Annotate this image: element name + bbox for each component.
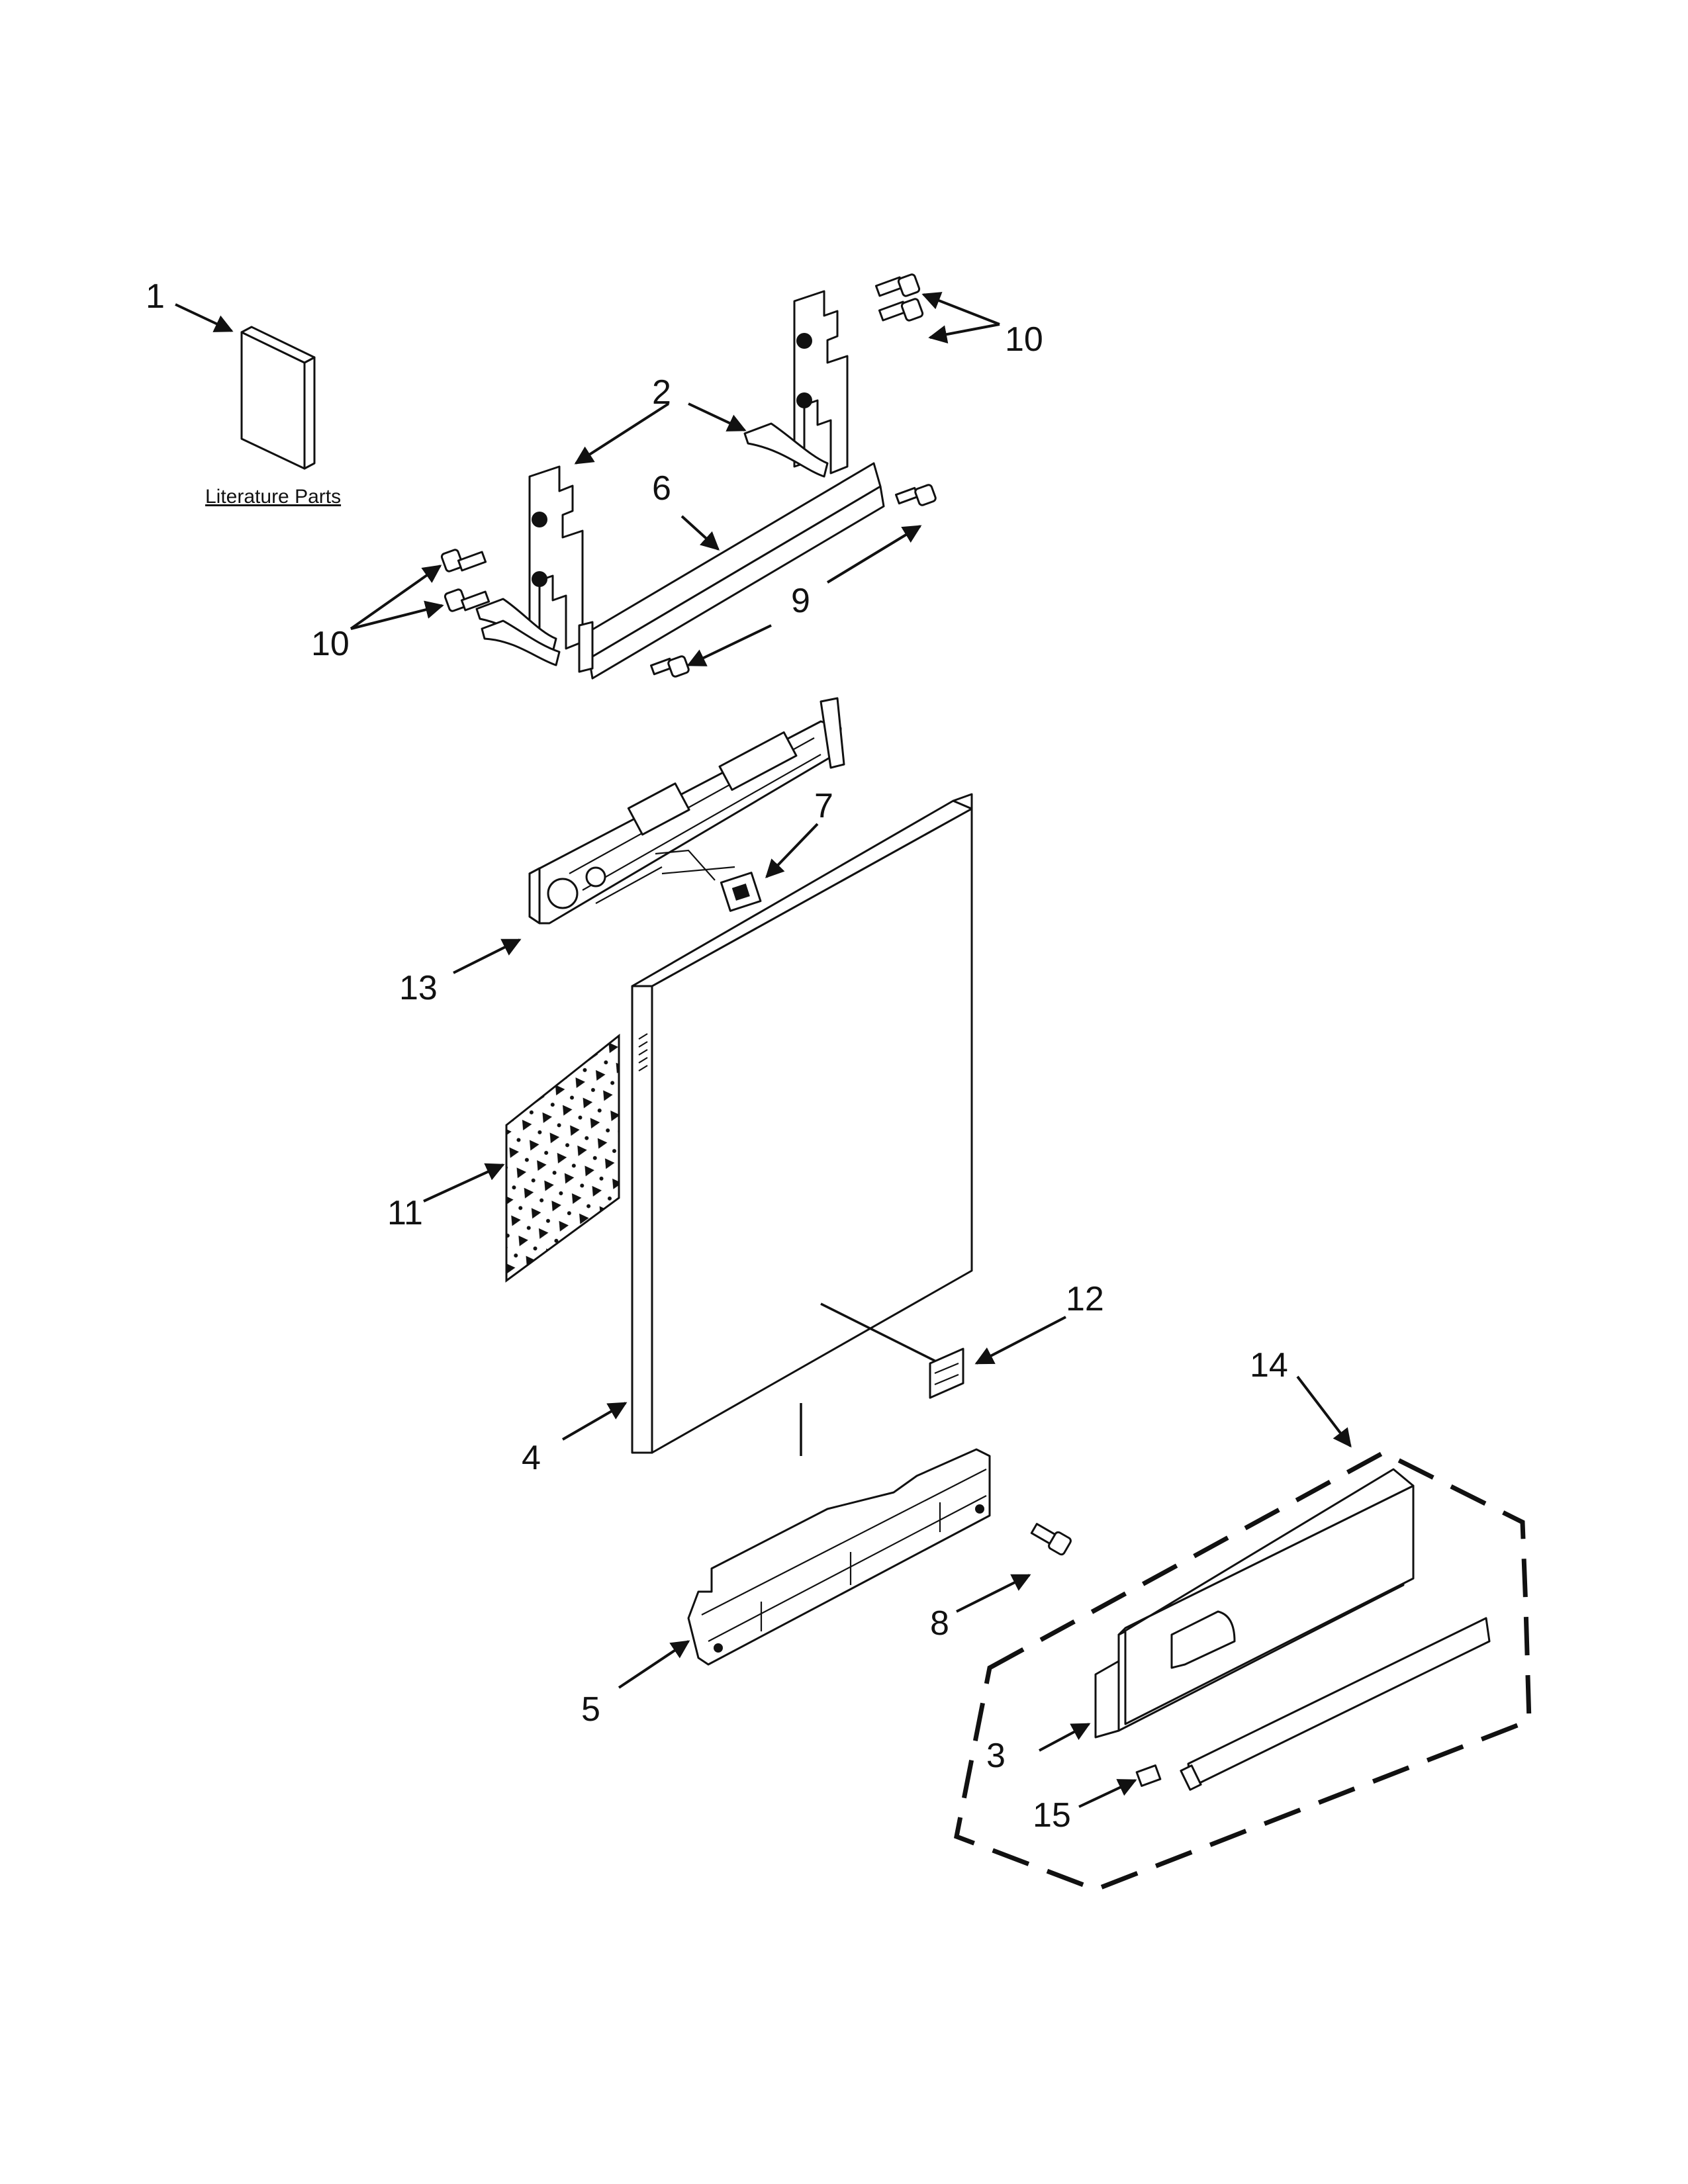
part-14-group-outline [953, 1450, 1532, 1892]
door-insulation [505, 1033, 620, 1283]
retainer-strip [1180, 1617, 1491, 1791]
outer-door-panel [631, 793, 973, 1456]
screw-9-left [650, 655, 690, 678]
mounting-rail [578, 462, 885, 680]
latch-clip [720, 872, 762, 912]
callout-14: 14 [1250, 1346, 1288, 1385]
callout-15: 15 [1033, 1796, 1071, 1835]
right-mounting-bracket [743, 290, 849, 478]
screw-8 [1030, 1523, 1072, 1556]
screw-10-left-1 [440, 549, 487, 572]
clip-15 [1135, 1764, 1162, 1787]
toe-kick-bracket [687, 1448, 991, 1666]
callout-9: 9 [791, 582, 810, 620]
left-mounting-bracket [475, 465, 584, 666]
callout-11: 11 [387, 1194, 423, 1232]
toe-kick-panel [1094, 1468, 1415, 1739]
callout-7: 7 [814, 787, 833, 825]
callout-4: 4 [522, 1439, 541, 1477]
callout-3: 3 [986, 1737, 1006, 1775]
callout-10-left: 10 [311, 625, 350, 663]
screw-9-right [895, 484, 937, 506]
door-latch-assembly [528, 697, 845, 925]
callout-2: 2 [652, 373, 671, 412]
screw-10-top-2 [878, 298, 924, 322]
callout-1: 1 [146, 277, 165, 316]
callout-10-top: 10 [1005, 320, 1043, 359]
callout-8: 8 [930, 1604, 949, 1643]
callout-13: 13 [399, 969, 438, 1007]
callout-6: 6 [652, 469, 671, 508]
literature-parts-label: Literature Parts [205, 486, 341, 508]
callout-12: 12 [1066, 1280, 1104, 1318]
screw-10-left-2 [444, 588, 491, 612]
callout-5: 5 [581, 1690, 600, 1729]
brand-badge [929, 1347, 964, 1399]
leader-lines [175, 292, 1352, 1808]
literature-booklet [240, 326, 316, 470]
screw-10-top-1 [874, 273, 921, 297]
